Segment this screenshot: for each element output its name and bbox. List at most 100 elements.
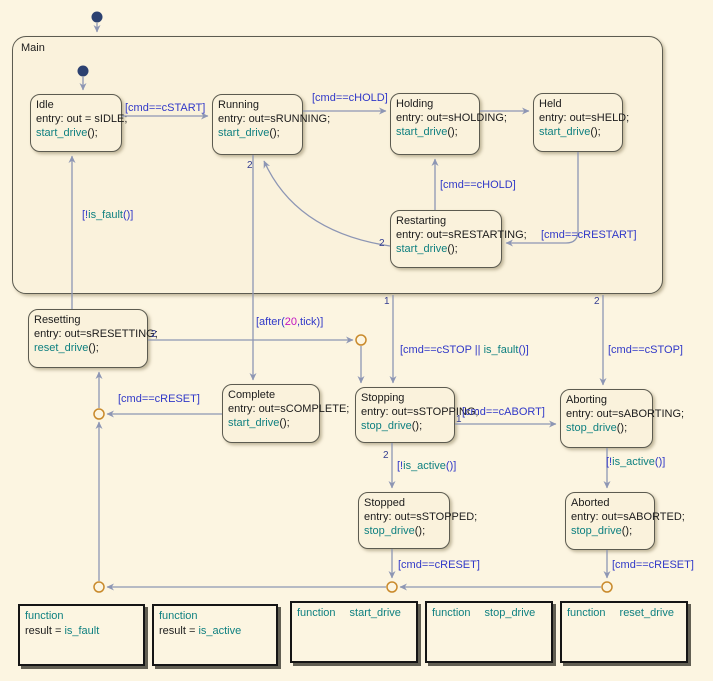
priority-resetting-alt: 2 xyxy=(151,329,157,340)
priority-running-after: 2 xyxy=(247,160,253,171)
state-aborted[interactable]: Aborted entry: out=sABORTED; stop_drive(… xyxy=(565,492,685,550)
state-resetting[interactable]: Resetting entry: out=sRESETTING; reset_d… xyxy=(28,309,158,368)
action-name: start_drive xyxy=(228,417,280,429)
label-text: ()] xyxy=(518,344,529,356)
function-signature: result = is_fault xyxy=(25,624,143,639)
junction-bottom-right[interactable] xyxy=(601,581,613,593)
label-fn: is_active xyxy=(612,456,655,468)
label-text: [! xyxy=(606,456,613,468)
action-name: reset_drive xyxy=(34,342,89,354)
action-suffix: (); xyxy=(447,243,458,255)
label-cmd-start[interactable]: [cmd==cSTART] xyxy=(125,102,205,115)
label-text: [cmd==cSTOP] xyxy=(608,344,683,356)
junction-bottom-mid[interactable] xyxy=(386,581,398,593)
state-action: stop_drive(); xyxy=(571,524,654,538)
action-suffix: (); xyxy=(590,126,601,138)
entry-text: entry: out=sRESTARTING; xyxy=(396,229,527,241)
label-text: [cmd==cRESET] xyxy=(398,559,480,571)
label-text: [! xyxy=(82,209,89,221)
label-not-is-fault[interactable]: [!is_fault()] xyxy=(82,209,133,222)
function-box-is-fault[interactable]: function result = is_fault xyxy=(18,604,145,666)
function-box-is-active[interactable]: function result = is_active xyxy=(152,604,278,666)
label-cmd-reset-complete[interactable]: [cmd==cRESET] xyxy=(118,393,200,406)
state-title: Idle xyxy=(36,99,54,111)
state-entry: entry: out=sHELD; xyxy=(539,111,629,125)
label-text: [! xyxy=(397,460,404,472)
state-action: start_drive(); xyxy=(36,126,121,140)
label-text: [cmd==cRESET] xyxy=(612,559,694,571)
label-text: [cmd==cSTART] xyxy=(125,102,206,114)
state-entry: entry: out=sSTOPPED; xyxy=(364,510,477,524)
state-action: stop_drive(); xyxy=(361,419,454,433)
state-entry: entry: out=sSTOPPING; xyxy=(361,405,478,419)
label-text: ,tick)] xyxy=(296,316,324,328)
action-name: stop_drive xyxy=(361,420,412,432)
state-title: Stopped xyxy=(364,497,405,509)
state-idle[interactable]: Idle entry: out = sIDLE; start_drive(); xyxy=(30,94,127,152)
label-cmd-hold-running[interactable]: [cmd==cHOLD] xyxy=(312,92,388,105)
label-text: [cmd==cHOLD] xyxy=(440,179,516,191)
state-holding[interactable]: Holding entry: out=sHOLDING; start_drive… xyxy=(390,93,507,155)
label-cmd-abort[interactable]: [cmd==cABORT] xyxy=(462,406,545,419)
function-keyword: function xyxy=(159,609,276,624)
action-suffix: (); xyxy=(447,126,458,138)
state-entry: entry: out=sRESTARTING; xyxy=(396,228,527,242)
state-complete[interactable]: Complete entry: out=sCOMPLETE; start_dri… xyxy=(222,384,349,443)
state-entry: entry: out = sIDLE; xyxy=(36,112,127,126)
label-not-is-active-stopping[interactable]: [!is_active()] xyxy=(397,460,456,473)
label-text: [cmd==cRESET] xyxy=(118,393,200,405)
label-after-tick[interactable]: [after(20,tick)] xyxy=(256,316,323,329)
state-action: start_drive(); xyxy=(539,125,622,139)
entry-text: entry: out=sRUNNING; xyxy=(218,113,331,125)
state-main[interactable]: Main xyxy=(12,36,663,294)
function-signature: result = is_active xyxy=(159,624,276,639)
action-name: start_drive xyxy=(36,127,88,139)
state-entry: entry: out=sRUNNING; xyxy=(218,112,330,126)
state-title: Complete xyxy=(228,389,276,401)
label-cmd-reset-stopped[interactable]: [cmd==cRESET] xyxy=(398,559,480,572)
state-stopping[interactable]: Stopping entry: out=sSTOPPING; stop_driv… xyxy=(355,387,478,443)
state-held[interactable]: Held entry: out=sHELD; start_drive(); xyxy=(533,93,629,152)
state-entry: entry: out=sABORTED; xyxy=(571,510,685,524)
state-title: Holding xyxy=(396,98,434,110)
action-name: stop_drive xyxy=(566,422,617,434)
action-name: stop_drive xyxy=(364,525,415,537)
state-action: start_drive(); xyxy=(396,125,479,139)
label-text: ()] xyxy=(654,456,666,468)
keyword-text: function xyxy=(25,610,64,622)
state-title: Held xyxy=(539,98,562,110)
keyword-text: function xyxy=(432,607,471,619)
label-text: [cmd==cSTOP || xyxy=(400,344,484,356)
junction-center[interactable] xyxy=(355,334,367,346)
entry-text: entry: out=sHELD; xyxy=(539,112,630,124)
signature-prefix: result = xyxy=(25,625,65,637)
junction-bottom-left[interactable] xyxy=(93,581,105,593)
action-name: start_drive xyxy=(396,126,448,138)
state-action: stop_drive(); xyxy=(566,421,652,435)
label-cmd-restart[interactable]: [cmd==cRESTART] xyxy=(541,229,637,242)
keyword-text: function xyxy=(297,607,336,619)
priority-stopping-done: 2 xyxy=(383,450,389,461)
priority-stopping-abort: 1 xyxy=(456,414,462,425)
state-stopped[interactable]: Stopped entry: out=sSTOPPED; stop_drive(… xyxy=(358,492,477,549)
junction-reset-left[interactable] xyxy=(93,408,105,420)
state-entry: entry: out=sCOMPLETE; xyxy=(228,402,349,416)
state-title: Restarting xyxy=(396,215,447,227)
initial-state-dot[interactable] xyxy=(91,11,103,23)
label-text: ()] xyxy=(122,209,134,221)
label-not-is-active-aborting[interactable]: [!is_active()] xyxy=(606,456,665,469)
state-aborting[interactable]: Aborting entry: out=sABORTING; stop_driv… xyxy=(560,389,684,448)
state-title: Aborting xyxy=(566,394,607,406)
state-running[interactable]: Running entry: out=sRUNNING; start_drive… xyxy=(212,94,330,155)
label-text: [cmd==cABORT] xyxy=(462,406,545,418)
label-cmd-stop-or-fault[interactable]: [cmd==cSTOP || is_fault()] xyxy=(400,344,529,357)
label-cmd-hold-restarting[interactable]: [cmd==cHOLD] xyxy=(440,179,516,192)
label-cmd-reset-aborted[interactable]: [cmd==cRESET] xyxy=(612,559,694,572)
label-cmd-stop-main[interactable]: [cmd==cSTOP] xyxy=(608,344,683,357)
state-restarting[interactable]: Restarting entry: out=sRESTARTING; start… xyxy=(390,210,527,268)
